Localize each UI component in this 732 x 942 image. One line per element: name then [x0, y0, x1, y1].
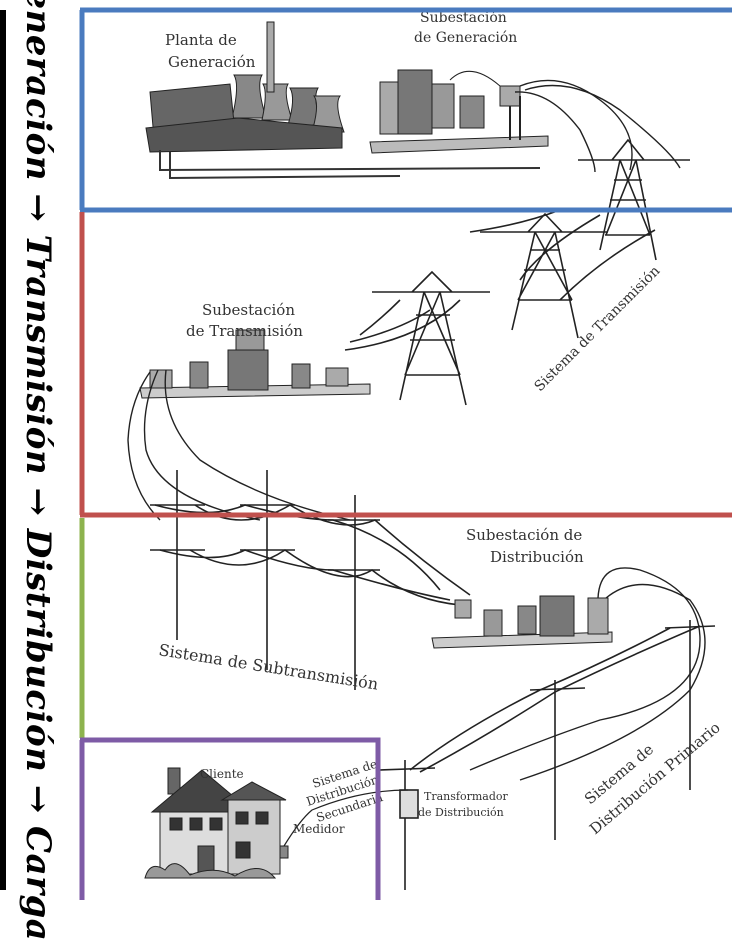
section-frames — [79, 7, 732, 900]
planta-label-1: Planta de — [165, 31, 237, 49]
left-bar — [0, 10, 6, 890]
subtransmission-poles — [150, 470, 471, 690]
sistema-subtransmision-label: Sistema de Subtransmisión — [157, 640, 379, 693]
cliente-label: Cliente — [200, 767, 244, 781]
generation-plant — [145, 21, 541, 180]
flow-title: Generación → Transmisión → Distribución … — [8, 0, 68, 942]
sub-trans-label-1: Subestación — [202, 301, 295, 319]
frame-transmision — [79, 212, 732, 518]
generation-substation — [369, 69, 681, 173]
sub-gen-label-1: Subestación — [420, 10, 507, 26]
transmission-substation — [127, 329, 371, 521]
planta-label-2: Generación — [168, 53, 256, 71]
primary-distribution-poles — [379, 620, 716, 890]
power-system-diagram: Planta de Generación Subestación de Gene… — [0, 7, 732, 900]
medidor-label: Medidor — [293, 822, 345, 836]
sub-gen-label-2: de Generación — [414, 30, 517, 46]
distribution-substation — [431, 567, 706, 781]
frame-carga — [79, 737, 381, 900]
transmission-towers — [344, 138, 690, 406]
flow-title-text: Generación → Transmisión → Distribución … — [18, 0, 58, 942]
sistema-transmision-label: Sistema de Transmisión — [532, 263, 664, 395]
transformador-label-2: de Distribución — [418, 806, 504, 819]
transformador-label-1: Transformador — [424, 790, 508, 803]
frame-generacion — [79, 7, 732, 213]
customer-house — [144, 767, 409, 879]
sub-trans-label-2: de Transmisión — [186, 322, 303, 340]
sub-dist-label-1: Subestación de — [466, 526, 582, 544]
sub-dist-label-2: Distribución — [490, 548, 584, 566]
